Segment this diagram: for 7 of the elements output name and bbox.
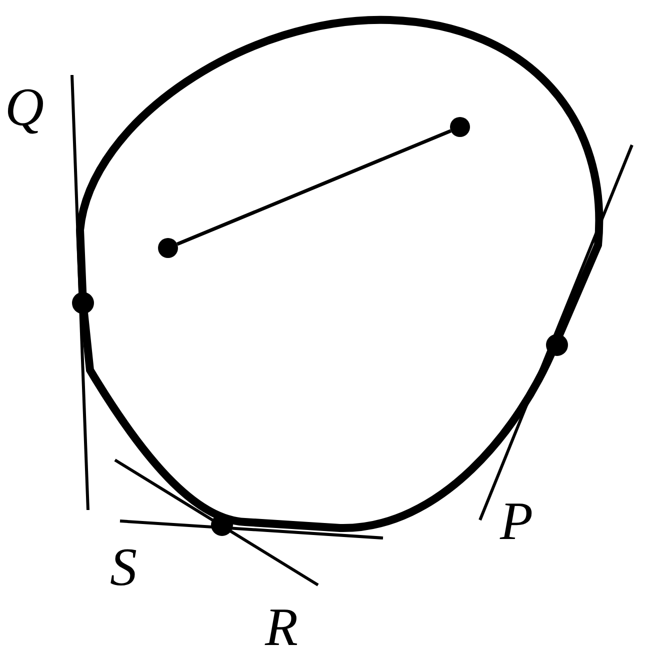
line-label: R bbox=[265, 600, 298, 654]
point-dot bbox=[450, 117, 470, 137]
line-segment bbox=[176, 129, 452, 246]
line-label: S bbox=[110, 540, 137, 594]
line-label: P bbox=[500, 494, 533, 548]
line-label: Q bbox=[5, 80, 44, 134]
point-dot bbox=[158, 238, 178, 258]
